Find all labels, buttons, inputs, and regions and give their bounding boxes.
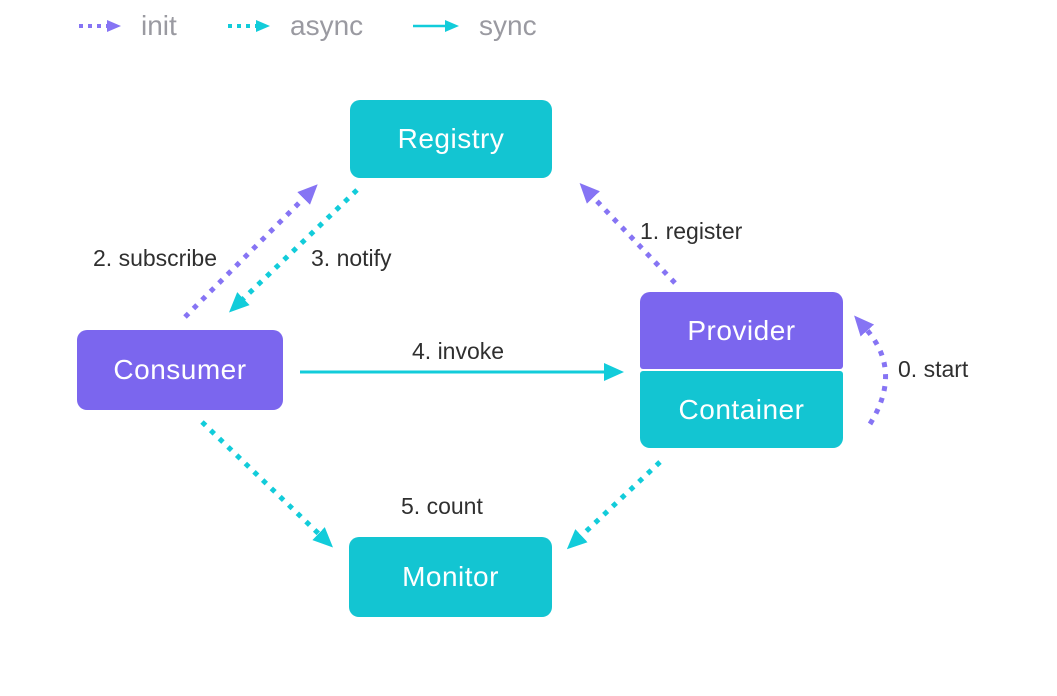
node-container: Container xyxy=(640,371,843,448)
legend: init async sync xyxy=(0,0,1057,50)
legend-label-sync: sync xyxy=(479,10,537,41)
arrow-label-notify: 3. notify xyxy=(311,245,392,271)
node-provider-label: Provider xyxy=(687,314,796,346)
node-consumer: Consumer xyxy=(77,330,283,410)
arrow-label-register: 1. register xyxy=(640,218,743,244)
node-provider: Provider xyxy=(640,292,843,369)
legend-item-sync: sync xyxy=(412,10,537,42)
init-arrow-icon xyxy=(79,20,121,32)
node-container-label: Container xyxy=(678,393,805,425)
arrow-count-from-consumer xyxy=(200,420,334,548)
arrow-label-subscribe: 2. subscribe xyxy=(93,245,218,271)
arrow-start xyxy=(854,315,889,426)
arrow-count-from-container xyxy=(566,460,662,550)
legend-item-async: async xyxy=(227,10,363,42)
legend-label-async: async xyxy=(290,10,364,41)
async-arrow-icon xyxy=(228,20,270,32)
node-monitor: Monitor xyxy=(349,537,552,617)
legend-label-init: init xyxy=(141,10,177,41)
legend-item-init: init xyxy=(78,10,177,42)
node-monitor-label: Monitor xyxy=(402,561,499,592)
sync-arrow-icon xyxy=(413,20,459,32)
arrow-label-invoke: 4. invoke xyxy=(412,338,505,364)
node-registry-label: Registry xyxy=(397,123,505,154)
arrow-label-count: 5. count xyxy=(401,493,483,519)
arrow-label-start: 0. start xyxy=(898,356,969,382)
node-registry: Registry xyxy=(350,100,552,178)
node-consumer-label: Consumer xyxy=(113,354,247,385)
